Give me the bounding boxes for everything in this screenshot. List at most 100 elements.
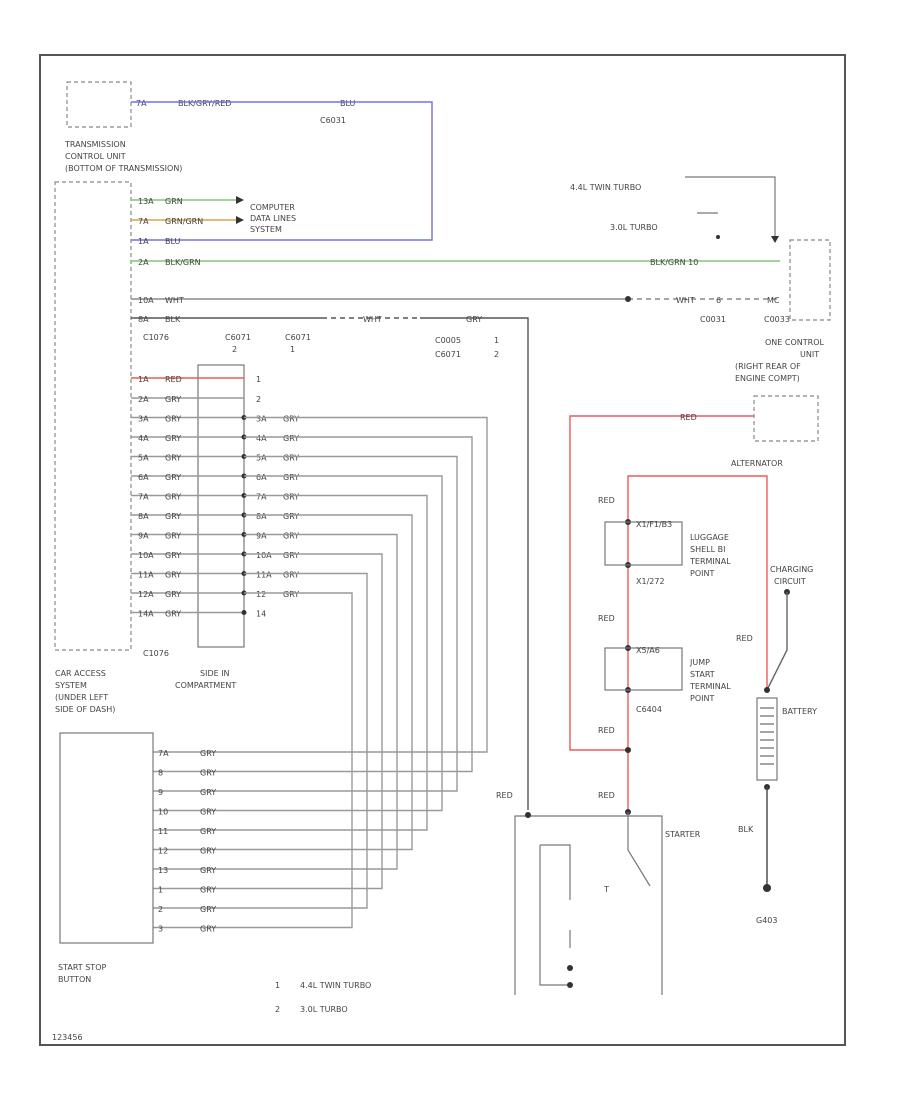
diagram-code: 123456 bbox=[52, 1033, 83, 1042]
start-pin-10: 3 bbox=[158, 925, 163, 934]
red-3: RED bbox=[598, 726, 615, 735]
ecu-connector-2: C0033 bbox=[764, 315, 790, 324]
c-right2-pin: 2 bbox=[494, 350, 499, 359]
blue-wire bbox=[131, 101, 433, 241]
start-wire-5: GRY bbox=[200, 827, 216, 836]
start-pin-1: 7A bbox=[158, 749, 169, 758]
ll-pin-5: 5A bbox=[138, 454, 149, 463]
bundle-wire-6 bbox=[153, 475, 443, 812]
start-wire-3: GRY bbox=[200, 788, 216, 797]
start-wire-4: GRY bbox=[200, 808, 216, 817]
ll-pin-6: 6A bbox=[138, 473, 149, 482]
start-stop-box bbox=[59, 732, 154, 944]
blk-label: BLK bbox=[738, 825, 754, 834]
bundle-wire-3 bbox=[153, 416, 488, 753]
cem-pin-4: 2A bbox=[138, 258, 149, 267]
ll-pin-7: 7A bbox=[138, 493, 149, 502]
start-pin-7: 13 bbox=[158, 866, 168, 875]
battery-cells bbox=[760, 707, 774, 765]
charging-1: CHARGING bbox=[770, 565, 813, 574]
legend-num-1: 1 bbox=[275, 981, 280, 990]
c-right2: C6071 bbox=[435, 350, 461, 359]
jump-2: START bbox=[690, 670, 715, 679]
ecu-connector-1: C0031 bbox=[700, 315, 726, 324]
ll-num-13: 14 bbox=[256, 610, 266, 619]
ll-out-4: GRY bbox=[283, 434, 299, 443]
start-wire-2: GRY bbox=[200, 769, 216, 778]
battery-label: BATTERY bbox=[782, 707, 817, 716]
ll-wire-10: GRY bbox=[165, 551, 181, 560]
start-pin-5: 11 bbox=[158, 827, 168, 836]
alternator-label: ALTERNATOR bbox=[731, 459, 783, 468]
start-wire-10: GRY bbox=[200, 925, 216, 934]
bundle-wire-8 bbox=[153, 514, 413, 851]
ll-wire-9: GRY bbox=[165, 532, 181, 541]
ll-out-7: GRY bbox=[283, 493, 299, 502]
jump-4: POINT bbox=[690, 694, 714, 703]
cem-wire-1: GRN bbox=[165, 197, 183, 206]
c-right1: C0005 bbox=[435, 336, 461, 345]
sidekick-connector-box bbox=[197, 364, 245, 648]
start-pin-3: 9 bbox=[158, 788, 163, 797]
sidekick-label-1: SIDE IN bbox=[200, 669, 230, 678]
ll-wire-6: GRY bbox=[165, 473, 181, 482]
start-label-1: START STOP bbox=[58, 963, 106, 972]
ecu-box bbox=[789, 239, 831, 321]
cem-pins-top: 13A GRN 7A GRN/GRN 1A BLU 2A BLK/GRN 10A… bbox=[131, 196, 780, 810]
ll-num-4: 4A bbox=[256, 434, 267, 443]
tcu-label-3: (BOTTOM OF TRANSMISSION) bbox=[65, 164, 182, 173]
ll-pin-1: 1A bbox=[138, 375, 149, 384]
bundle-wire-4 bbox=[153, 436, 473, 773]
ll-num-7: 7A bbox=[256, 493, 267, 502]
ll-wire-13: GRY bbox=[165, 610, 181, 619]
luggage-4: POINT bbox=[690, 569, 714, 578]
starter-t: T bbox=[603, 885, 609, 894]
legend-text-2: 3.0L TURBO bbox=[300, 1005, 348, 1014]
data-lines-2: DATA LINES bbox=[250, 214, 296, 223]
ll-out-12: GRY bbox=[283, 590, 299, 599]
luggage-connector: X1/272 bbox=[636, 577, 665, 586]
red-1: RED bbox=[598, 496, 615, 505]
legend: 1 4.4L TWIN TURBO 2 3.0L TURBO bbox=[275, 981, 371, 1014]
ll-out-3: GRY bbox=[283, 415, 299, 424]
data-lines-1: COMPUTER bbox=[250, 203, 295, 212]
ll-num-3: 3A bbox=[256, 415, 267, 424]
turbo1-label: 4.4L TWIN TURBO bbox=[570, 183, 641, 192]
ll-num-8: 8A bbox=[256, 512, 267, 521]
ll-num-5: 5A bbox=[256, 454, 267, 463]
ll-out-10: GRY bbox=[283, 551, 299, 560]
c-b-pin: 1 bbox=[290, 345, 295, 354]
c-b: C6071 bbox=[285, 333, 311, 342]
jump-terminal-box bbox=[604, 647, 683, 691]
starter-wire: RED bbox=[496, 791, 513, 800]
start-wire-9: GRY bbox=[200, 905, 216, 914]
ll-num-10: 10A bbox=[256, 551, 272, 560]
ground-label: G403 bbox=[756, 916, 777, 925]
ll-wire-2: GRY bbox=[165, 395, 181, 404]
jump-1: JUMP bbox=[689, 658, 710, 667]
ll-wire-4: GRY bbox=[165, 434, 181, 443]
ll-dot-13 bbox=[241, 610, 247, 615]
sidekick-connector: C1076 bbox=[143, 649, 169, 658]
alt-red: RED bbox=[680, 413, 697, 422]
ll-num-11: 11A bbox=[256, 571, 272, 580]
jump-connector: C6404 bbox=[636, 705, 662, 714]
car-access-1: CAR ACCESS bbox=[55, 669, 106, 678]
bundle-wire-5 bbox=[153, 455, 458, 792]
start-wire-1: GRY bbox=[200, 749, 216, 758]
ll-wire-3: GRY bbox=[165, 415, 181, 424]
c-a: C6071 bbox=[225, 333, 251, 342]
engine-control-unit: 4.4L TWIN TURBO 3.0L TURBO BLK/GRN 10 WH… bbox=[570, 176, 831, 383]
car-access-3: (UNDER LEFT bbox=[55, 693, 108, 702]
starter-box bbox=[514, 815, 663, 995]
starter-label: STARTER bbox=[665, 830, 701, 839]
start-wire-8: GRY bbox=[200, 886, 216, 895]
tcu-wire-label: BLK/GRY/RED bbox=[178, 99, 232, 108]
power-section: ALTERNATOR RED RED X1/F1/B3 LUGGAGE SHEL… bbox=[496, 395, 819, 995]
ll-pin-8: 8A bbox=[138, 512, 149, 521]
bundle-wire-11 bbox=[153, 572, 368, 909]
c-a-pin: 2 bbox=[232, 345, 237, 354]
red-4: RED bbox=[598, 791, 615, 800]
tcu-pin: 7A bbox=[136, 99, 147, 108]
